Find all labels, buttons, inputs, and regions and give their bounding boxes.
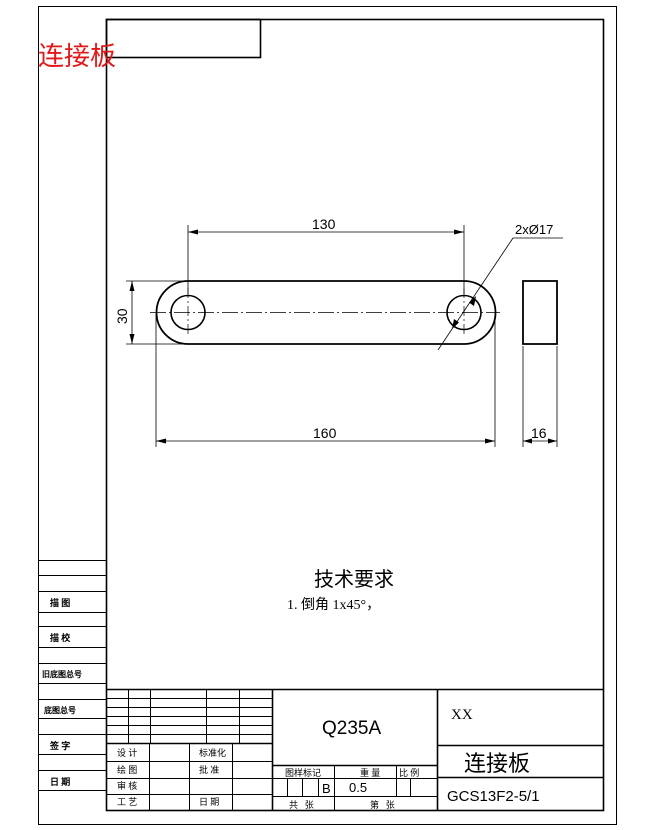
strip-label-sign: 签 字 (49, 740, 70, 751)
strip-label-old-base: 旧底图总号 (42, 669, 82, 679)
tb-drawing-number: GCS13F2-5/1 (447, 788, 540, 805)
title-block-grid (106, 688, 604, 810)
plate-outline (155, 280, 497, 345)
tb-part-name: 连接板 (464, 751, 530, 776)
tb-total-sheets: 共 张 (289, 800, 314, 810)
tb-standard: 标准化 (199, 747, 226, 758)
left-strip (38, 560, 106, 791)
dimension-160 (155, 314, 496, 447)
hole-leader (437, 237, 563, 351)
tb-process: 工 艺 (117, 797, 137, 807)
tb-stage-label: 图样标记 (285, 767, 321, 778)
tb-sheet-number: 第 张 (370, 799, 395, 810)
dim-hole-callout: 2xØ17 (515, 222, 553, 237)
dimension-130 (187, 225, 465, 294)
tb-material: Q235A (322, 718, 381, 739)
strip-label-base: 底图总号 (43, 705, 76, 715)
strip-label-date: 日 期 (50, 776, 70, 787)
tb-design: 设 计 (117, 747, 137, 758)
tech-req-title: 技术要求 (314, 568, 394, 591)
dim-height: 30 (114, 308, 130, 324)
part-label: 连接板 (38, 42, 116, 72)
inner-frame (105, 18, 605, 812)
tb-date: 日 期 (199, 797, 219, 807)
strip-label-trace-check: 描 校 (50, 632, 71, 643)
tb-approve: 批 准 (199, 764, 219, 775)
tb-check: 审 核 (117, 780, 137, 791)
tb-weight-label: 重 量 (360, 767, 380, 778)
outer-border (38, 6, 617, 825)
front-view (150, 280, 500, 345)
strip-label-trace: 描 图 (50, 597, 70, 608)
code-box (105, 18, 262, 59)
tb-company: XX (451, 707, 473, 723)
dimension-16 (522, 346, 558, 447)
dim-top-length: 130 (312, 216, 336, 232)
side-view (522, 280, 558, 345)
tb-scale-label: 比 例 (399, 767, 419, 778)
tb-weight-value: 0.5 (349, 780, 367, 795)
tb-drawn: 绘 图 (117, 764, 137, 775)
tech-req-item-1: 1. 倒角 1x45°， (287, 597, 380, 613)
dim-overall-length: 160 (313, 425, 337, 441)
tb-stage-value: B (322, 781, 331, 796)
dim-thickness: 16 (531, 425, 547, 441)
